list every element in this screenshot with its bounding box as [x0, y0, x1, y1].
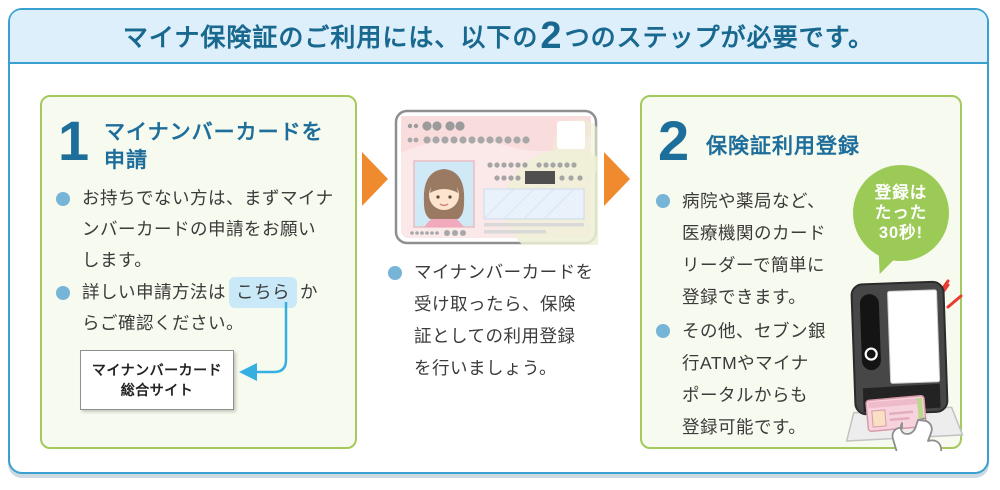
main-frame: マイナ保険証のご利用には、以下の 2 つのステップが必要です。 1 マイナンバー… [8, 8, 989, 474]
bullet-icon [656, 194, 670, 208]
step2-title: 保険証利用登録 [706, 135, 860, 158]
bullet-icon [56, 286, 70, 300]
step2-panel: 2 保険証利用登録 病院や薬局など、 医療機関のカード リーダーで簡単に 登録で… [640, 95, 964, 451]
card-reader-illustration [845, 279, 964, 451]
step2-bullet-1: 病院や薬局など、 医療機関のカード リーダーで簡単に 登録できます。 [656, 185, 826, 313]
bullet-icon [56, 192, 70, 206]
step1-title: マイナンバーカードを 申請 [104, 121, 324, 172]
page-title: マイナ保険証のご利用には、以下の 2 つのステップが必要です。 [10, 10, 987, 64]
step1-number: 1 [58, 109, 90, 172]
title-big-number: 2 [540, 15, 563, 57]
link-connector-arrow-icon [239, 302, 288, 381]
step1-panel: 1 マイナンバーカードを 申請 お持ちでない方は、まずマイナ ンバーカードの申請… [40, 95, 357, 449]
title-text-after: つのステップが必要です。 [564, 24, 875, 52]
bullet-icon [656, 324, 670, 338]
middle-caption: マイナンバーカードを 受け取ったら、保険 証としての利用登録 を行いましょう。 [388, 256, 654, 384]
step1-bullet-1: お持ちでない方は、まずマイナ ンバーカードの申請をお願い します。 [56, 183, 334, 276]
step1-bullet-2: 詳しい申請方法はこちらか らご確認ください。 [56, 277, 318, 339]
mynumber-card-illustration [394, 109, 598, 245]
flow-arrow-right-icon [604, 152, 630, 206]
mynumber-site-link-box[interactable]: マイナンバーカード 総合サイト [80, 350, 234, 410]
registration-time-badge: 登録は たった 30秒! [853, 165, 949, 261]
step2-bullet-2: その他、セブン銀 行ATMやマイナ ポータルからも 登録可能です。 [656, 315, 826, 443]
flow-arrow-right-icon [362, 152, 388, 206]
title-text-before: マイナ保険証のご利用には、以下の [122, 24, 539, 52]
step2-number: 2 [658, 109, 690, 172]
bullet-icon [388, 266, 402, 280]
